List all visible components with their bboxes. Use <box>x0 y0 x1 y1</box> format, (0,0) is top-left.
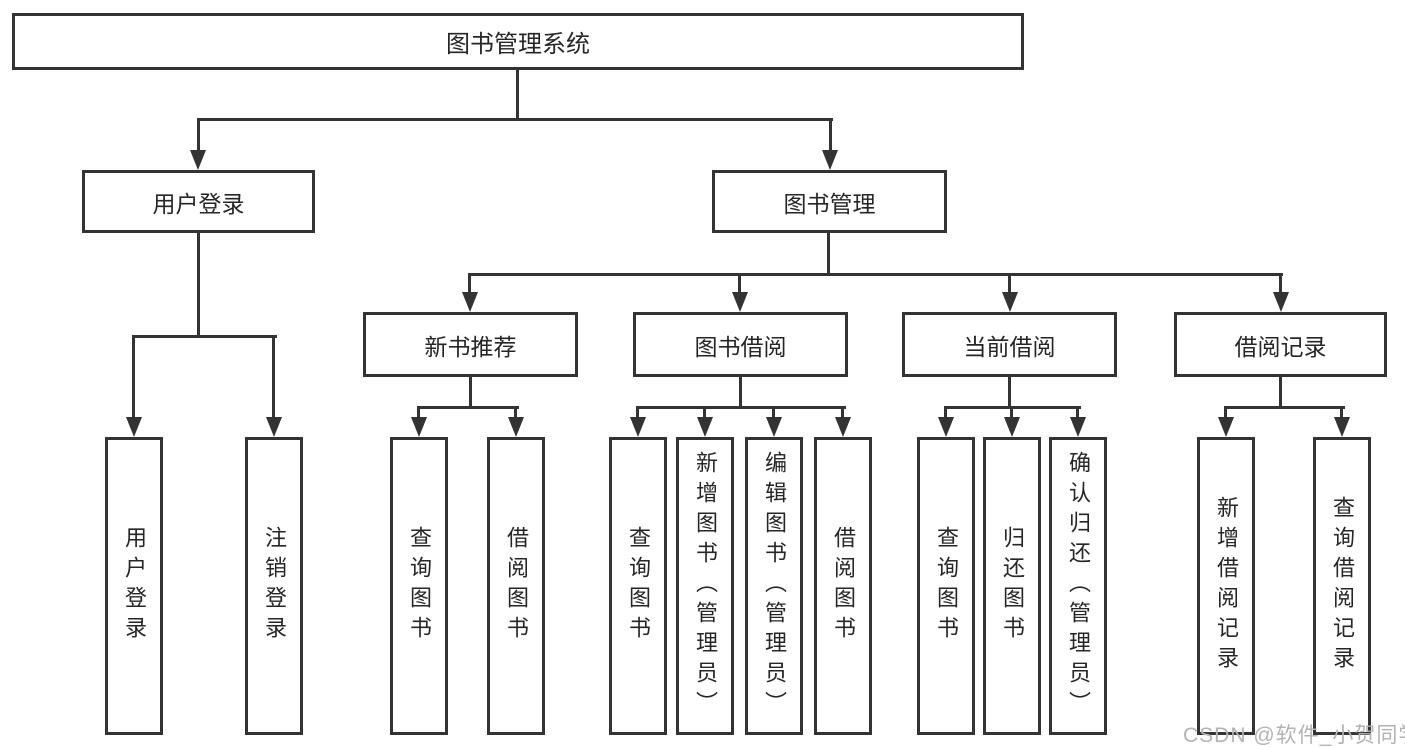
connector-line <box>468 273 471 294</box>
leaf-add-books-admin: 新增图书（管理员） <box>676 437 734 735</box>
node-label: 图书管理系统 <box>446 31 590 58</box>
leaf-label: 用户登录 <box>122 526 147 646</box>
connector-line <box>772 406 775 419</box>
leaf-query-books: 查询图书 <box>609 437 667 735</box>
leaf-add-borrow-record: 新增借阅记录 <box>1197 437 1255 735</box>
connector-line <box>738 273 741 294</box>
connector-line <box>1010 406 1013 419</box>
arrow-down-icon <box>732 292 748 312</box>
leaf-label: 查询图书 <box>934 526 959 646</box>
leaf-query-borrow-record: 查询借阅记录 <box>1313 437 1371 735</box>
connector-line <box>1279 273 1282 294</box>
node-current-borrowing: 当前借阅 <box>902 312 1117 377</box>
leaf-borrow-books: 借阅图书 <box>487 437 545 735</box>
leaf-label: 借阅图书 <box>504 526 529 646</box>
leaf-query-books: 查询图书 <box>917 437 975 735</box>
leaf-query-books: 查询图书 <box>390 437 448 735</box>
leaf-label: 查询借阅记录 <box>1330 496 1355 676</box>
arrow-down-icon <box>508 417 524 437</box>
arrow-down-icon <box>630 417 646 437</box>
connector-line <box>514 406 517 419</box>
leaf-label: 确认归还（管理员） <box>1066 451 1091 721</box>
leaf-label: 归还图书 <box>1000 526 1025 646</box>
connector-line <box>739 377 742 408</box>
node-borrowing-records: 借阅记录 <box>1174 312 1387 377</box>
csdn-watermark: CSDN @软件_小贺同学 <box>1183 724 1405 747</box>
connector-line <box>1008 377 1011 408</box>
connector-line <box>417 406 420 419</box>
arrow-down-icon <box>266 417 282 437</box>
arrow-down-icon <box>1334 417 1350 437</box>
connector-line <box>841 406 844 419</box>
leaf-label: 查询图书 <box>626 526 651 646</box>
node-label: 借阅记录 <box>1234 333 1327 360</box>
connector-line <box>829 118 832 152</box>
node-label: 用户登录 <box>152 190 245 217</box>
arrow-down-icon <box>462 292 478 312</box>
node-label: 图书借阅 <box>694 333 787 360</box>
node-label: 当前借阅 <box>963 333 1056 360</box>
node-library-management-system: 图书管理系统 <box>12 13 1024 70</box>
connector-line <box>944 406 947 419</box>
arrow-down-icon <box>938 417 954 437</box>
arrow-down-icon <box>1070 417 1086 437</box>
arrow-down-icon <box>126 417 142 437</box>
arrow-down-icon <box>1004 417 1020 437</box>
arrow-down-icon <box>766 417 782 437</box>
connector-line <box>1279 377 1282 408</box>
arrow-down-icon <box>697 417 713 437</box>
connector-line <box>132 335 135 419</box>
connector-line <box>468 273 1283 276</box>
leaf-label: 借阅图书 <box>831 526 856 646</box>
connector-line <box>827 233 830 275</box>
connector-line <box>197 118 200 152</box>
connector-line <box>636 406 846 409</box>
leaf-label: 新增借阅记录 <box>1214 496 1239 676</box>
arrow-down-icon <box>1218 417 1234 437</box>
connector-line <box>132 335 277 338</box>
arrow-down-icon <box>835 417 851 437</box>
connector-line <box>1076 406 1079 419</box>
leaf-borrow-books: 借阅图书 <box>814 437 872 735</box>
connector-line <box>417 406 519 409</box>
leaf-return-books: 归还图书 <box>983 437 1041 735</box>
connector-line <box>197 233 200 335</box>
leaf-label: 查询图书 <box>407 526 432 646</box>
leaf-edit-books-admin: 编辑图书（管理员） <box>745 437 803 735</box>
connector-line <box>1340 406 1343 419</box>
leaf-label: 新增图书（管理员） <box>693 451 718 721</box>
connector-line <box>1224 406 1345 409</box>
connector-line <box>197 118 833 121</box>
node-book-management: 图书管理 <box>712 170 947 233</box>
node-label: 图书管理 <box>783 190 876 217</box>
connector-line <box>469 377 472 408</box>
connector-line <box>1224 406 1227 419</box>
connector-line <box>636 406 639 419</box>
leaf-confirm-return-admin: 确认归还（管理员） <box>1049 437 1107 735</box>
connector-line <box>1008 273 1011 294</box>
node-label: 新书推荐 <box>424 333 517 360</box>
arrow-down-icon <box>190 150 206 170</box>
arrow-down-icon <box>1273 292 1289 312</box>
leaf-label: 注销登录 <box>262 526 287 646</box>
node-user-login: 用户登录 <box>82 170 315 233</box>
arrow-down-icon <box>822 150 838 170</box>
arrow-down-icon <box>1002 292 1018 312</box>
node-new-book-recommendation: 新书推荐 <box>363 312 578 377</box>
node-book-borrowing: 图书借阅 <box>633 312 848 377</box>
connector-line <box>703 406 706 419</box>
connector-line <box>516 70 519 120</box>
leaf-user-login: 用户登录 <box>105 437 163 735</box>
connector-line <box>272 335 275 419</box>
leaf-logout-login: 注销登录 <box>245 437 303 735</box>
leaf-label: 编辑图书（管理员） <box>762 451 787 721</box>
arrow-down-icon <box>411 417 427 437</box>
